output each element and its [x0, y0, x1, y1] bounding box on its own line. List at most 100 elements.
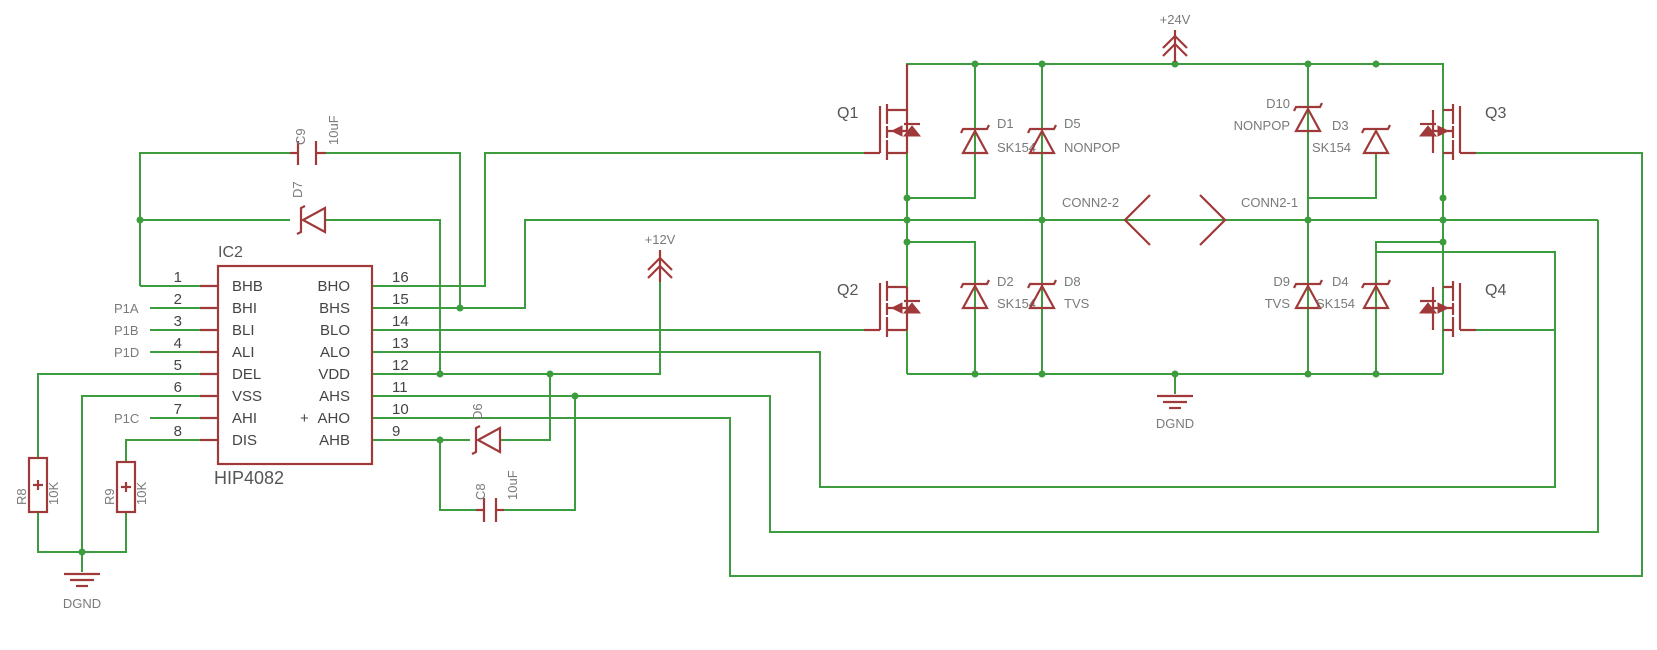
diode-d5: D5 NONPOP	[1027, 116, 1120, 155]
port-p1c: P1C	[114, 411, 139, 426]
diode-d10: D10 NONPOP	[1234, 96, 1323, 133]
pin-num: 7	[174, 401, 182, 418]
pin-name: BLI	[232, 322, 255, 339]
resistor-r8: R8 10K	[14, 456, 61, 514]
pin-name: DEL	[232, 366, 261, 383]
c9-value: 10uF	[326, 115, 341, 145]
supply-12v-label: +12V	[645, 232, 676, 247]
mosfet-q4: Q4	[1418, 281, 1506, 337]
q2-ref: Q2	[837, 282, 858, 299]
ground-symbol-bridge: DGND	[1156, 394, 1194, 431]
port-p1d: P1D	[114, 345, 139, 360]
d2-value: SK154	[997, 296, 1036, 311]
r8-ref: R8	[14, 488, 29, 505]
d9-ref: D9	[1273, 274, 1290, 289]
d2-ref: D2	[997, 274, 1014, 289]
d1-ref: D1	[997, 116, 1014, 131]
supply-24v-label: +24V	[1160, 12, 1191, 27]
diode-d3: D3 SK154	[1312, 118, 1391, 155]
gnd-label-bridge: DGND	[1156, 416, 1194, 431]
mosfet-q2: Q2	[837, 281, 922, 337]
r8-value: 10K	[46, 482, 61, 505]
pin-name: BHB	[232, 278, 263, 295]
port-labels: P1A P1B P1D P1C	[114, 301, 139, 426]
d1-value: SK154	[997, 140, 1036, 155]
pin-num: 1	[174, 269, 182, 286]
diode-d4: D4 SK154	[1316, 274, 1391, 311]
c8-value: 10uF	[505, 470, 520, 500]
pin-num: 15	[392, 291, 409, 308]
pin-name: VSS	[232, 388, 262, 405]
resistor-r9: R9 10K	[102, 460, 149, 514]
capacitor-c9: C9 10uF	[290, 115, 341, 165]
pin-num: 11	[392, 379, 408, 396]
d10-value: NONPOP	[1234, 118, 1290, 133]
ic-part-label: HIP4082	[214, 468, 284, 488]
pin-num: 16	[392, 269, 409, 286]
d7-ref: D7	[290, 181, 305, 198]
supply-24v: +24V	[1160, 12, 1191, 62]
conn2-1-label: CONN2-1	[1241, 195, 1298, 210]
d3-ref: D3	[1332, 118, 1349, 133]
pin-name: BHS	[319, 300, 350, 317]
gnd-label-left: DGND	[63, 596, 101, 611]
c8-ref: C8	[473, 483, 488, 500]
conn2-2-label: CONN2-2	[1062, 195, 1119, 210]
pin-num: 13	[392, 335, 409, 352]
pin-name: AHB	[319, 432, 350, 449]
connector-conn2: CONN2-2 CONN2-1	[1062, 194, 1298, 246]
r9-value: 10K	[134, 482, 149, 505]
port-p1a: P1A	[114, 301, 139, 316]
junctions	[78, 60, 1447, 556]
pin-num: 3	[174, 313, 182, 330]
port-p1b: P1B	[114, 323, 139, 338]
pin-num: 14	[392, 313, 409, 330]
capacitor-c8: C8 10uF	[473, 470, 520, 522]
ic-hip4082: IC2 HIP4082 1 2 3 4 5 6 7 8 BHB BHI BLI …	[174, 244, 409, 488]
d8-value: TVS	[1064, 296, 1090, 311]
d4-ref: D4	[1332, 274, 1349, 289]
ic-ref-label: IC2	[218, 244, 243, 261]
d6-ref: D6	[470, 403, 485, 420]
pin-num: 2	[174, 291, 182, 308]
pin-name: BLO	[320, 322, 350, 339]
pin-name: DIS	[232, 432, 257, 449]
d5-ref: D5	[1064, 116, 1081, 131]
pin-name: AHI	[232, 410, 257, 427]
r9-ref: R9	[102, 488, 117, 505]
diode-d2: D2 SK154	[960, 274, 1036, 311]
d3-value: SK154	[1312, 140, 1351, 155]
pin-num: 10	[392, 401, 409, 418]
q4-gate-wire	[1476, 329, 1556, 487]
pin-name: BHO	[317, 278, 350, 295]
d8-ref: D8	[1064, 274, 1081, 289]
d9-value: TVS	[1265, 296, 1291, 311]
q4-ref: Q4	[1485, 282, 1506, 299]
pin-name: AHO	[317, 410, 350, 427]
pin-num: 12	[392, 357, 409, 374]
diode-d9: D9 TVS	[1265, 274, 1323, 311]
diode-d6: D6	[470, 403, 502, 455]
pin-num: 4	[174, 335, 182, 352]
pin-name: BHI	[232, 300, 257, 317]
pin-name: ALO	[320, 344, 350, 361]
q1-ref: Q1	[837, 105, 858, 122]
pin-name: VDD	[318, 366, 350, 383]
pin-num: 5	[174, 357, 182, 374]
d5-value: NONPOP	[1064, 140, 1120, 155]
d10-ref: D10	[1266, 96, 1290, 111]
mosfet-q3: Q3	[1418, 104, 1506, 160]
pin-name: AHS	[319, 388, 350, 405]
mosfet-q1: Q1	[837, 64, 922, 160]
pin-num: 6	[174, 379, 182, 396]
diode-d1: D1 SK154	[960, 116, 1036, 155]
pin-num: 9	[392, 423, 400, 440]
c9-ref: C9	[293, 128, 308, 145]
q3-ref: Q3	[1485, 105, 1506, 122]
diode-d8: D8 TVS	[1027, 274, 1090, 311]
ground-symbol-left: DGND	[63, 572, 101, 611]
diode-d7: D7	[290, 181, 327, 235]
d4-value: SK154	[1316, 296, 1355, 311]
supply-12v: +12V	[645, 232, 676, 282]
